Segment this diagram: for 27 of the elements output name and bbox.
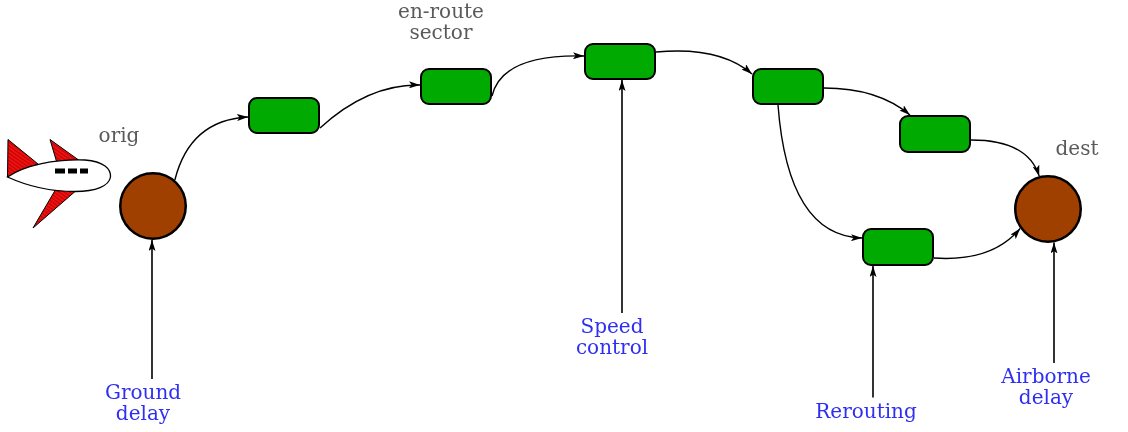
control-label: Airborne delay <box>1000 366 1092 408</box>
control-label: Speed control <box>575 316 649 358</box>
curved-arrow <box>777 104 863 241</box>
arrow <box>148 239 156 380</box>
curved-arrow <box>319 81 421 129</box>
sector-box <box>420 68 492 105</box>
control-label: Ground delay <box>104 382 182 424</box>
sector-box <box>584 43 656 80</box>
airport-node <box>1014 175 1082 243</box>
arrow <box>618 79 626 314</box>
sector-box <box>752 68 824 105</box>
node-caption: orig <box>98 124 140 146</box>
curved-arrow <box>933 227 1021 260</box>
curved-arrow <box>491 52 585 97</box>
sector-box <box>899 115 971 153</box>
node-caption: en-route sector <box>397 1 485 43</box>
curved-arrow <box>823 87 911 116</box>
curved-arrow <box>174 114 249 181</box>
control-label: Rerouting <box>814 400 918 422</box>
curved-arrow <box>655 50 753 75</box>
node-caption: dest <box>1055 137 1099 159</box>
sector-box <box>248 97 320 134</box>
arrow <box>1050 241 1058 364</box>
airport-node <box>119 172 187 240</box>
arrow <box>869 265 877 399</box>
sector-box <box>862 228 934 266</box>
curved-arrow <box>970 139 1040 177</box>
